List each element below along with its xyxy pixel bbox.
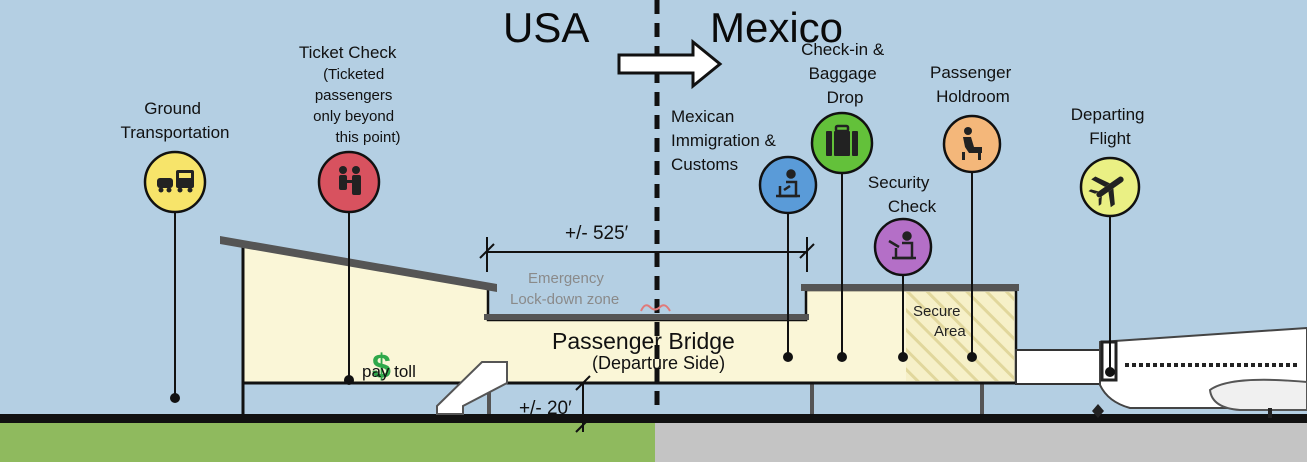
svg-text:Check-in & Baggage: Check-in & Baggage Drop	[801, 40, 889, 107]
ticket-label-line2: (Ticketed	[323, 66, 384, 83]
bridge-subtitle: (Departure Side)	[592, 353, 725, 373]
holdroom-label-line1: Passenger	[930, 63, 1012, 82]
checkin-label-line1: Check-in &	[801, 40, 885, 59]
flight-label-line1: Departing	[1071, 105, 1145, 124]
car-bus-icon	[157, 170, 194, 193]
ticket-agent-icon	[339, 166, 361, 195]
checkin-label-line3: Drop	[827, 88, 864, 107]
station-immigration: Mexican Immigration & Customs	[671, 107, 818, 362]
secure-area-hatch	[906, 292, 1014, 381]
flight-label-line2: Flight	[1089, 129, 1131, 148]
seated-passenger-icon	[962, 127, 982, 160]
ground-transport-circle	[143, 150, 207, 214]
station-checkin: Check-in & Baggage Drop	[801, 40, 889, 362]
ticket-label-line1: Ticket Check	[299, 43, 397, 62]
width-dimension-line	[479, 237, 815, 272]
entry-stairs	[436, 361, 508, 415]
pay-toll-label: pay toll	[362, 362, 416, 381]
dollar-icon: $	[372, 348, 391, 386]
ground-usa	[0, 422, 655, 462]
station-departing-flight: Departing Flight	[1071, 105, 1149, 377]
immigration-label-line3: Customs	[671, 155, 738, 174]
station-ground-transportation: Ground Transportation	[121, 99, 230, 403]
luggage-icon	[826, 124, 858, 156]
svg-text:Ticket Check (Ticketed: Ticket Check (Ticketed passengers only b…	[299, 43, 401, 146]
ticket-label-line3: passengers	[315, 87, 393, 104]
ticket-label-line4: only beyond	[313, 108, 394, 125]
airplane-icon	[1088, 176, 1124, 208]
station-security: Security Check	[868, 173, 937, 362]
ground-mexico	[655, 422, 1307, 462]
immigration-label-line1: Mexican	[671, 107, 734, 126]
ground-label-line2: Transportation	[121, 123, 230, 142]
bridge-roof-left	[484, 314, 809, 320]
security-circle	[873, 217, 933, 277]
ticket-label-line5: this point)	[335, 129, 400, 146]
secure-area-line2: Area	[934, 323, 966, 340]
jet-bridge-connector	[1015, 349, 1109, 385]
width-dimension-label: +/- 525′	[565, 223, 629, 244]
lockdown-zone-marker	[640, 304, 671, 312]
holdroom-label-line2: Holdroom	[936, 87, 1010, 106]
ground-label-line1: Ground	[144, 99, 201, 118]
height-dimension-line	[575, 375, 591, 433]
station-ticket-check: Ticket Check (Ticketed passengers only b…	[299, 43, 401, 385]
svg-text:Passenger Holdroom: Passenger Holdroom	[930, 63, 1016, 106]
bridge-roof-right	[801, 284, 1019, 291]
terminal-roof	[220, 236, 497, 292]
checkin-label-line2: Baggage	[809, 64, 877, 83]
direction-arrow	[617, 38, 723, 90]
immigration-officer-icon	[776, 169, 800, 198]
country-usa-label: USA	[503, 4, 589, 51]
emergency-label-line1: Emergency	[528, 270, 604, 287]
secure-area-line1: Secure	[913, 303, 961, 320]
svg-text:Security Check: Security Check	[868, 173, 937, 216]
station-holdroom: Passenger Holdroom	[930, 63, 1016, 362]
security-label-line2: Check	[888, 197, 937, 216]
airplane-fuselage	[1092, 326, 1307, 418]
height-dimension-label: +/- 20′	[519, 398, 572, 419]
svg-text:Ground Transportation: Ground Transportation	[121, 99, 230, 142]
svg-text:Departing Flight: Departing Flight	[1071, 105, 1149, 148]
emergency-label-line2: Lock-down zone	[510, 291, 619, 308]
country-mexico-label: Mexico	[710, 4, 843, 51]
immigration-circle	[758, 155, 818, 215]
security-label-line1: Security	[868, 173, 930, 192]
ground-line	[0, 414, 1307, 423]
security-officer-icon	[888, 231, 916, 260]
svg-text:Mexican Immigration &: Mexican Immigration & Customs	[671, 107, 781, 174]
bridge-title: Passenger Bridge	[552, 328, 735, 354]
immigration-label-line2: Immigration &	[671, 131, 777, 150]
